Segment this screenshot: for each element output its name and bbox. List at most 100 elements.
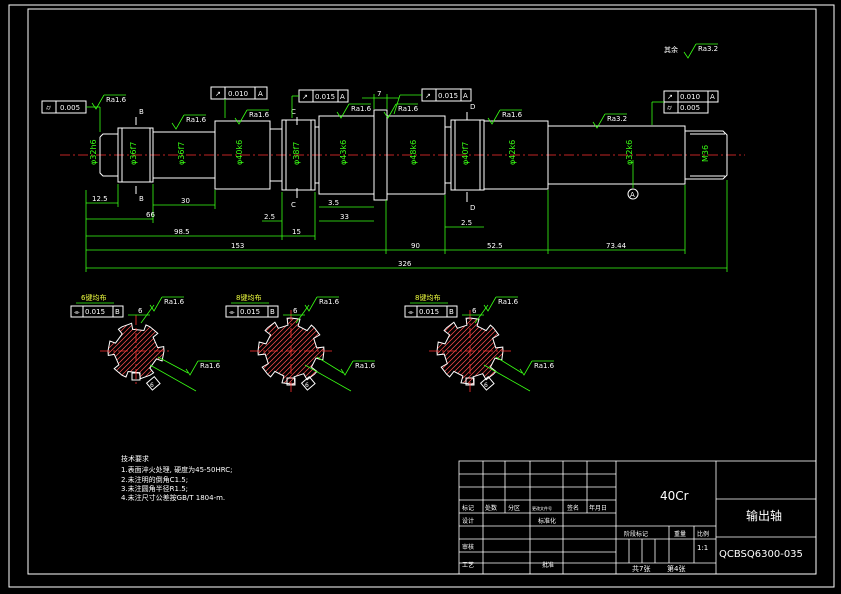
section-ra-top-3: Ra1.6 bbox=[498, 298, 519, 306]
dim-4: 98.5 bbox=[174, 228, 190, 236]
section-label-3: 8键均布 bbox=[415, 293, 440, 302]
tol-3-ref: A bbox=[340, 93, 345, 101]
tb-weight: 重量 bbox=[674, 530, 686, 538]
section-ra-mid-1: Ra1.6 bbox=[200, 362, 221, 370]
tb-stage: 阶段标记 bbox=[624, 530, 648, 538]
cut-b-top: B bbox=[139, 108, 144, 116]
dim-8: 3.5 bbox=[328, 199, 339, 207]
note-4: 4.未注尺寸公差按GB/T 1804-m. bbox=[121, 493, 225, 502]
dimension-lines bbox=[85, 94, 728, 272]
datum-a-label: A bbox=[630, 191, 635, 199]
tol-3: 0.015 bbox=[315, 93, 335, 101]
ra-4: Ra1.6 bbox=[351, 105, 372, 113]
tb-date: 年月日 bbox=[589, 504, 607, 512]
ra-3: Ra1.6 bbox=[249, 111, 270, 119]
ra-5: Ra1.6 bbox=[398, 105, 419, 113]
tb-ratio: 比例 bbox=[697, 530, 709, 538]
svg-text:↗: ↗ bbox=[302, 93, 308, 101]
tol-2-ref: A bbox=[258, 90, 263, 98]
note-3: 3.未注圆角半径R1.5; bbox=[121, 484, 188, 493]
tb-mark: 标记 bbox=[462, 504, 474, 512]
tb-approve: 批准 bbox=[542, 561, 554, 569]
dim-12: 52.5 bbox=[487, 242, 503, 250]
ra-1: Ra1.6 bbox=[106, 96, 127, 104]
dia-e: φ38f7 bbox=[292, 142, 301, 165]
dim-10: 7 bbox=[377, 90, 381, 98]
key-width-3: 6 bbox=[472, 307, 477, 315]
sym-tol-2: 0.015 bbox=[240, 308, 260, 316]
tb-count: 处数 bbox=[485, 504, 497, 512]
svg-text:⌭: ⌭ bbox=[46, 104, 51, 112]
dia-h: φ40f7 bbox=[461, 142, 470, 165]
dim-1: 12.5 bbox=[92, 195, 108, 203]
svg-text:↗: ↗ bbox=[667, 93, 673, 101]
svg-text:⌭: ⌭ bbox=[667, 104, 672, 112]
key-depth-2: 6 bbox=[305, 382, 309, 389]
section-ra-top-1: Ra1.6 bbox=[164, 298, 185, 306]
cut-c-bottom: C bbox=[291, 201, 296, 209]
sym-ref-2: B bbox=[270, 308, 275, 316]
shaft-outline bbox=[99, 109, 728, 201]
title-block: 标记 处数 分区 更改文件号 签名 年月日 设计 标准化 审核 工艺 批准 阶段… bbox=[458, 460, 817, 575]
tb-process: 工艺 bbox=[462, 561, 474, 569]
ra-6: Ra1.6 bbox=[502, 111, 523, 119]
dia-b: φ36f7 bbox=[129, 142, 138, 165]
sym-tol-3: 0.015 bbox=[419, 308, 439, 316]
key-depth-1: 6 bbox=[150, 382, 154, 389]
note-1: 1.表面淬火处理, 硬度为45-50HRC; bbox=[121, 465, 233, 474]
dia-i: φ42k6 bbox=[508, 140, 517, 165]
dia-f: φ43k6 bbox=[339, 140, 348, 165]
svg-text:⌯: ⌯ bbox=[229, 308, 235, 316]
dia-g: φ48k6 bbox=[409, 140, 418, 165]
svg-text:⌯: ⌯ bbox=[74, 308, 80, 316]
diameter-labels: φ32h6 φ36f7 φ36f7 φ40k6 φ38f7 φ43k6 φ48k… bbox=[89, 139, 710, 165]
cut-d-bottom: D bbox=[470, 204, 475, 212]
note-2: 2.未注明的倒角C1.5; bbox=[121, 475, 188, 484]
tb-sign: 签名 bbox=[567, 504, 579, 512]
cut-b-bottom: B bbox=[139, 195, 144, 203]
sym-ref-3: B bbox=[449, 308, 454, 316]
section-label-2: 8键均布 bbox=[236, 293, 261, 302]
dimension-texts: 12.5 66 30 98.5 153 15 2.5 3.5 33 7 90 5… bbox=[92, 90, 627, 268]
dim-11: 90 bbox=[411, 242, 420, 250]
tb-drawing-no: QCBSQ6300-035 bbox=[719, 549, 803, 560]
tol-4: 0.015 bbox=[438, 92, 458, 100]
ra-8: Ra3.2 bbox=[607, 115, 627, 123]
dim-2: 66 bbox=[146, 211, 155, 219]
svg-text:↗: ↗ bbox=[425, 92, 431, 100]
inner-border bbox=[27, 8, 817, 575]
dim-15: 2.5 bbox=[461, 219, 472, 227]
tb-material: 40Cr bbox=[660, 489, 689, 503]
tb-design: 设计 bbox=[462, 517, 474, 525]
section-ra-mid-3: Ra1.6 bbox=[534, 362, 555, 370]
section-label-1: 6键均布 bbox=[81, 293, 106, 302]
svg-text:⌯: ⌯ bbox=[408, 308, 414, 316]
dim-7: 2.5 bbox=[264, 213, 275, 221]
technical-notes: 技术要求 1.表面淬火处理, 硬度为45-50HRC; 2.未注明的倒角C1.5… bbox=[121, 454, 233, 502]
tol-6: 0.005 bbox=[680, 104, 700, 112]
dim-13: 73.44 bbox=[606, 242, 627, 250]
tol-5-ref: A bbox=[710, 93, 715, 101]
section-cut-marks: B B C C D D bbox=[135, 103, 475, 212]
key-width-1: 6 bbox=[138, 307, 143, 315]
dia-j: φ32k6 bbox=[625, 140, 634, 165]
surplus-ra: Ra3.2 bbox=[698, 45, 718, 53]
tol-4-ref: A bbox=[463, 92, 468, 100]
tb-change: 更改文件号 bbox=[532, 505, 552, 511]
tb-review: 审核 bbox=[462, 543, 474, 551]
tb-standard: 标准化 bbox=[538, 517, 556, 525]
tol-1: 0.005 bbox=[60, 104, 80, 112]
surplus-label: 其余 bbox=[664, 45, 678, 54]
svg-text:↗: ↗ bbox=[215, 90, 221, 98]
tb-scale: 1:1 bbox=[697, 544, 708, 552]
tb-zone: 分区 bbox=[508, 504, 520, 512]
sym-ref-1: B bbox=[115, 308, 120, 316]
outer-border bbox=[8, 4, 835, 588]
dia-a: φ32h6 bbox=[89, 139, 98, 165]
dim-6: 15 bbox=[292, 228, 301, 236]
